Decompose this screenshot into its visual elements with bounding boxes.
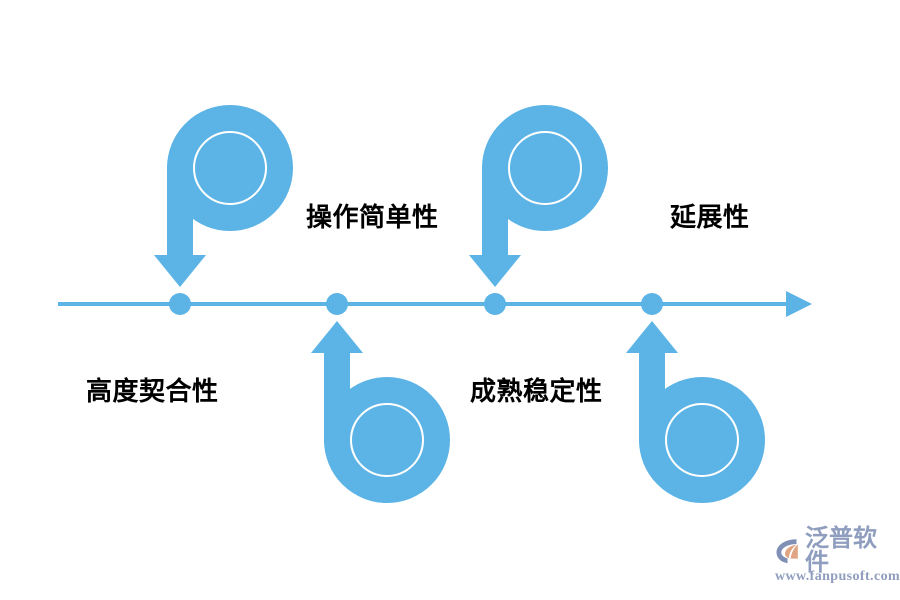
watermark-url: www.fanpusoft.com [775, 569, 900, 584]
fanpu-logo-icon [776, 539, 798, 564]
watermark-brand-row: 泛普软件 [774, 527, 894, 575]
node-dot-3 [484, 293, 506, 315]
watermark-brand-name: 泛普软件 [805, 525, 877, 576]
loop-arrow-down-icon-1 [154, 118, 280, 287]
label-top-extensibility: 延展性 [670, 202, 750, 232]
label-top-operation-simplicity: 操作简单性 [306, 202, 439, 232]
loop-arrow-up-icon-2 [626, 321, 752, 490]
node-dot-4 [641, 293, 663, 315]
loop-arrow-up-icon-1 [311, 321, 437, 490]
node-dot-1 [169, 293, 191, 315]
timeline-node-dots [169, 293, 663, 315]
loop-arrow-down-icon-2 [469, 118, 595, 287]
label-bottom-mature-stability: 成熟稳定性 [470, 376, 603, 406]
label-bottom-high-fit: 高度契合性 [86, 376, 219, 406]
watermark: 泛普软件 www.fanpusoft.com [774, 527, 900, 586]
node-dot-2 [326, 293, 348, 315]
